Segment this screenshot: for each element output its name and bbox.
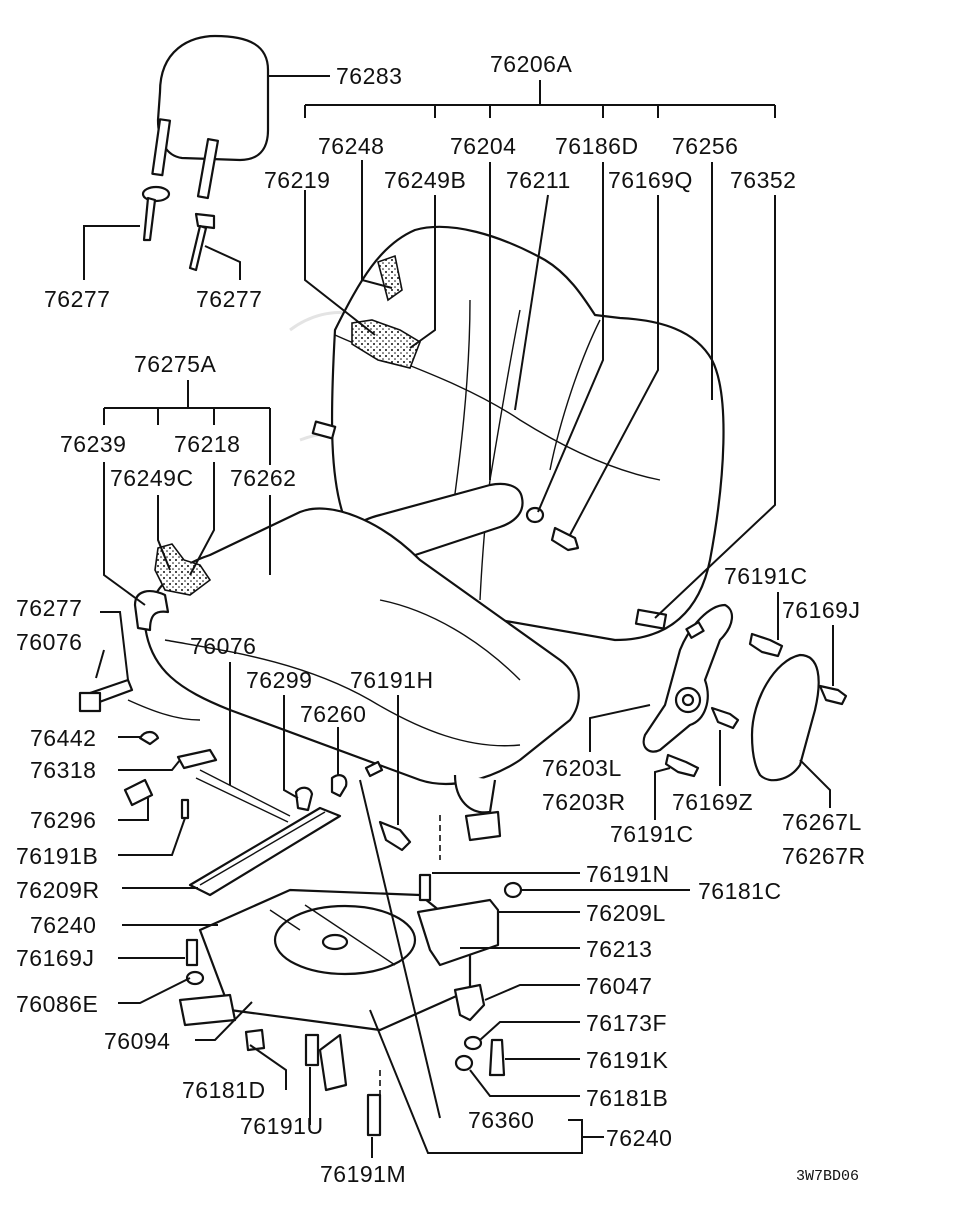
label-76219: 76219 xyxy=(264,167,330,193)
label-76277-b: 76277 xyxy=(196,286,262,312)
drawing-code: 3W7BD06 xyxy=(796,1168,859,1185)
label-76442: 76442 xyxy=(30,725,96,751)
bolt-76191M xyxy=(366,1093,382,1137)
label-76352: 76352 xyxy=(730,167,796,193)
bolt-76191C-lower xyxy=(664,753,700,778)
label-76191U: 76191U xyxy=(240,1113,324,1139)
label-76204: 76204 xyxy=(450,133,516,159)
label-76191B: 76191B xyxy=(16,843,98,869)
bolt-76191H xyxy=(378,820,412,852)
label-76076-a: 76076 xyxy=(16,629,82,655)
label-76277-a: 76277 xyxy=(44,286,110,312)
bolt-76191U xyxy=(304,1033,320,1067)
headrest-guide-left xyxy=(141,185,171,242)
label-76267R: 76267R xyxy=(782,843,866,869)
nut-76173F xyxy=(463,1035,483,1051)
label-76047: 76047 xyxy=(586,973,652,999)
label-76256: 76256 xyxy=(672,133,738,159)
label-76206A: 76206A xyxy=(490,51,572,77)
label-76275A: 76275A xyxy=(134,351,216,377)
headrest-guide-right xyxy=(188,212,216,272)
label-76249B: 76249B xyxy=(384,167,466,193)
label-76186D: 76186D xyxy=(555,133,639,159)
bolt-76191K xyxy=(488,1038,506,1077)
label-76203R: 76203R xyxy=(542,789,626,815)
label-76094: 76094 xyxy=(104,1028,170,1054)
cable-76442 xyxy=(127,699,201,746)
label-76181D: 76181D xyxy=(182,1077,266,1103)
label-76296: 76296 xyxy=(30,807,96,833)
lever-76318 xyxy=(176,748,291,823)
label-76218: 76218 xyxy=(174,431,240,457)
clip-76260 xyxy=(330,760,384,798)
bolt-76191B xyxy=(180,798,190,820)
label-76169J-b: 76169J xyxy=(782,597,860,623)
label-76086E: 76086E xyxy=(16,991,98,1017)
label-76076-b: 76076 xyxy=(190,633,256,659)
seat-cushion xyxy=(133,507,580,786)
label-76203L: 76203L xyxy=(542,755,622,781)
nut-76086E xyxy=(185,970,205,986)
label-76248: 76248 xyxy=(318,133,384,159)
nut-76181D xyxy=(244,1028,266,1052)
label-76191N: 76191N xyxy=(586,861,670,887)
label-76260: 76260 xyxy=(300,701,366,727)
label-76169Z: 76169Z xyxy=(672,789,753,815)
label-76209R: 76209R xyxy=(16,877,100,903)
label-76173F: 76173F xyxy=(586,1010,667,1036)
bolt-76169J-left xyxy=(185,938,199,967)
bolt-76169Z xyxy=(710,706,740,730)
seat-bracket-under xyxy=(453,774,502,842)
label-76213: 76213 xyxy=(586,936,652,962)
bracket-76047 xyxy=(453,983,486,1022)
label-76283: 76283 xyxy=(336,63,402,89)
label-76318: 76318 xyxy=(30,757,96,783)
part-labels: 76283 76206A 76248 76204 76186D 76256 76… xyxy=(16,51,866,1187)
bolt-76169J-right xyxy=(818,684,848,706)
label-76181B: 76181B xyxy=(586,1085,668,1111)
nut-76181C xyxy=(503,881,523,899)
label-76191C-a: 76191C xyxy=(724,563,808,589)
label-76211: 76211 xyxy=(506,167,571,193)
label-76191M: 76191M xyxy=(320,1161,406,1187)
label-76262: 76262 xyxy=(230,465,296,491)
label-76249C: 76249C xyxy=(110,465,194,491)
seat-back-pivot-left xyxy=(311,420,337,440)
handle-76296 xyxy=(123,778,154,807)
recliner-cover xyxy=(750,653,820,782)
leader-lines xyxy=(83,75,834,1158)
label-76181C: 76181C xyxy=(698,878,782,904)
bolt-76191N xyxy=(418,873,432,902)
label-76267L: 76267L xyxy=(782,809,862,835)
label-76360: 76360 xyxy=(468,1107,534,1133)
label-76239: 76239 xyxy=(60,431,126,457)
pivot-bolt-76277 xyxy=(78,678,134,713)
recliner-mechanism xyxy=(642,603,733,753)
clip-76299 xyxy=(294,786,314,812)
label-76191H: 76191H xyxy=(350,667,434,693)
nut-76181B xyxy=(454,1054,474,1072)
label-76169Q: 76169Q xyxy=(608,167,693,193)
label-76299: 76299 xyxy=(246,667,312,693)
label-76240-b: 76240 xyxy=(606,1125,672,1151)
label-76240-a: 76240 xyxy=(30,912,96,938)
label-76209L: 76209L xyxy=(586,900,666,926)
label-76277-c: 76277 xyxy=(16,595,82,621)
rail-76209R xyxy=(188,806,342,897)
headrest xyxy=(151,34,270,200)
swivel-base-frame xyxy=(198,888,472,1032)
bolt-76191C-upper xyxy=(748,632,784,658)
label-76169J-a: 76169J xyxy=(16,945,94,971)
label-76191K: 76191K xyxy=(586,1047,668,1073)
label-76191C-b: 76191C xyxy=(610,821,694,847)
